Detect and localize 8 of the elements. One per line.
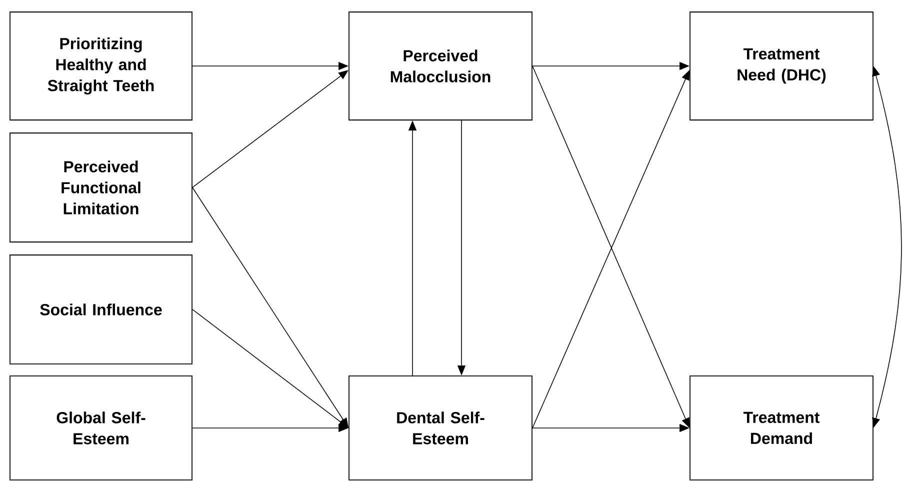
variable-box: Social Influence [10,254,192,364]
variable-box: Treatment Demand [690,376,874,480]
variable-box: Treatment Need (DHC) [690,12,874,120]
variable-box: Perceived Malocclusion [348,12,532,120]
variable-box: Perceived Functional Limitation [10,132,192,242]
variable-box: Global Self-Esteem [10,376,192,480]
variable-box: Prioritizing Healthy and Straight Teeth [10,12,192,120]
variable-box: Dental Self-Esteem [348,376,532,480]
